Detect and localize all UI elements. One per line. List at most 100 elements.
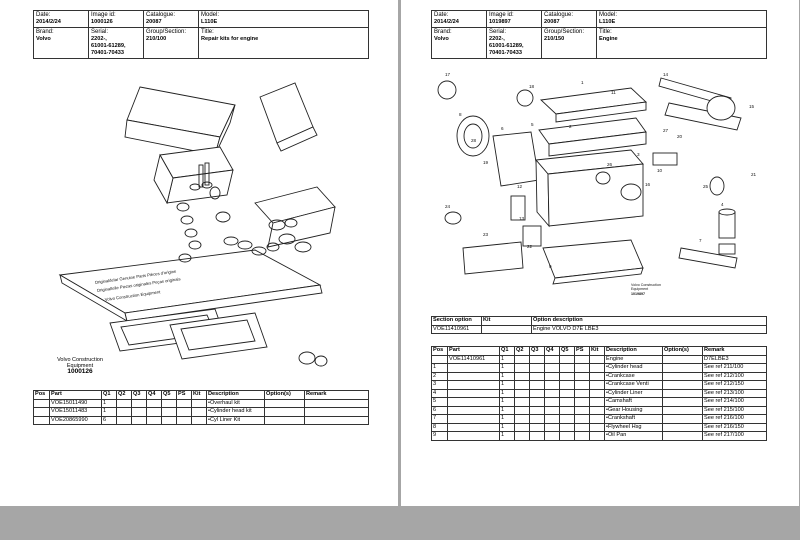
- col-header: Kit: [589, 346, 605, 356]
- cell: [559, 363, 575, 373]
- col-header: Q1: [101, 390, 117, 400]
- cell: [146, 415, 162, 425]
- cell: [574, 371, 590, 381]
- cell: 7: [431, 414, 448, 424]
- cell: 1: [101, 398, 117, 408]
- cell: [574, 388, 590, 398]
- cell: [514, 431, 530, 441]
- cell: [589, 405, 605, 415]
- cell-description: •Cylinder head kit: [206, 407, 265, 417]
- cell-part-number: [447, 380, 500, 390]
- cell: [33, 415, 50, 425]
- callout-number: 22: [527, 244, 533, 249]
- catalogue-label: Catalogue:: [544, 12, 574, 18]
- cell: [264, 398, 305, 408]
- col-header: Part: [447, 346, 500, 356]
- cell: [559, 397, 575, 407]
- callout-number: 15: [749, 104, 755, 109]
- cell: 5: [431, 397, 448, 407]
- col-header: Description: [604, 346, 663, 356]
- cell: [544, 414, 560, 424]
- callout-number: 18: [529, 84, 535, 89]
- cell: 2: [431, 371, 448, 381]
- caption-line-2: Equipment: [66, 363, 94, 369]
- cell: [574, 431, 590, 441]
- cell: [131, 407, 147, 417]
- serial-label: Serial:: [91, 29, 109, 35]
- image-id-label: Image id:: [489, 12, 514, 18]
- cell: [176, 407, 192, 417]
- title-value: Engine: [599, 36, 618, 42]
- cell: [544, 397, 560, 407]
- col-header: Pos: [431, 346, 448, 356]
- cell-remark: D7ELBE3: [702, 354, 767, 364]
- cell: [529, 414, 545, 424]
- cell: [559, 431, 575, 441]
- title-label: Title:: [599, 29, 612, 35]
- cell-description: •Cylinder Liner: [604, 388, 663, 398]
- group-section-label: Group/Section:: [544, 29, 585, 35]
- callout-number: 16: [645, 182, 651, 187]
- section-row[interactable]: VOE11410961 Engine VOLVO D7E LBE3: [431, 324, 767, 334]
- col-header: Part: [49, 390, 102, 400]
- cell-description: •Cyl Liner Kit: [206, 415, 265, 425]
- cell: [589, 414, 605, 424]
- cell-part-number: [447, 431, 500, 441]
- cell: [514, 354, 530, 364]
- date-value: 2014/2/24: [36, 19, 61, 25]
- callout-number: 6: [501, 126, 504, 131]
- cell: [589, 422, 605, 432]
- cell: [116, 407, 132, 417]
- group-section-value: 210/150: [544, 36, 565, 42]
- cell-description: Engine: [604, 354, 663, 364]
- col-header: Q3: [529, 346, 545, 356]
- cell: 1: [499, 422, 515, 432]
- cell: [514, 371, 530, 381]
- cell: [559, 388, 575, 398]
- cell: [559, 405, 575, 415]
- cell: [514, 414, 530, 424]
- cell: 3: [431, 380, 448, 390]
- callout-number: 5: [531, 122, 534, 127]
- callout-number: 20: [677, 134, 683, 139]
- cell: 1: [499, 397, 515, 407]
- callout-number: 4: [721, 202, 724, 207]
- cell: [544, 380, 560, 390]
- caption-line-1: Volvo Construction: [57, 357, 103, 363]
- cell-part-number: VOE15011490: [49, 398, 102, 408]
- cell: [529, 371, 545, 381]
- callout-number: 11: [611, 90, 616, 95]
- date-value: 2014/2/24: [434, 19, 459, 25]
- cell: [662, 405, 703, 415]
- callout-number: 12: [517, 184, 523, 189]
- cell: [574, 380, 590, 390]
- engine-exploded-illustration: 1234567891011121314151617181920212223242…: [437, 72, 757, 296]
- cell-remark: See ref 212/150: [702, 380, 767, 390]
- cell: [529, 354, 545, 364]
- callout-number: 14: [663, 72, 669, 77]
- cell: [529, 422, 545, 432]
- col-header: Q4: [146, 390, 162, 400]
- image-id-label: Image id:: [91, 12, 116, 18]
- right-catalogue-page: Date:2014/2/24 Image id:1019897 Catalogu…: [401, 0, 799, 506]
- cell: 1: [499, 354, 515, 364]
- cell: [662, 388, 703, 398]
- cell: 1: [499, 405, 515, 415]
- col-header: Kit: [481, 316, 532, 326]
- left-header-table: Date:2014/2/24 Image id:1000126 Catalogu…: [33, 10, 369, 59]
- catalogue-label: Catalogue:: [146, 12, 176, 18]
- repair-kit-illustration: Originaldelar Genuine Parts Pièces d'ori…: [58, 82, 336, 367]
